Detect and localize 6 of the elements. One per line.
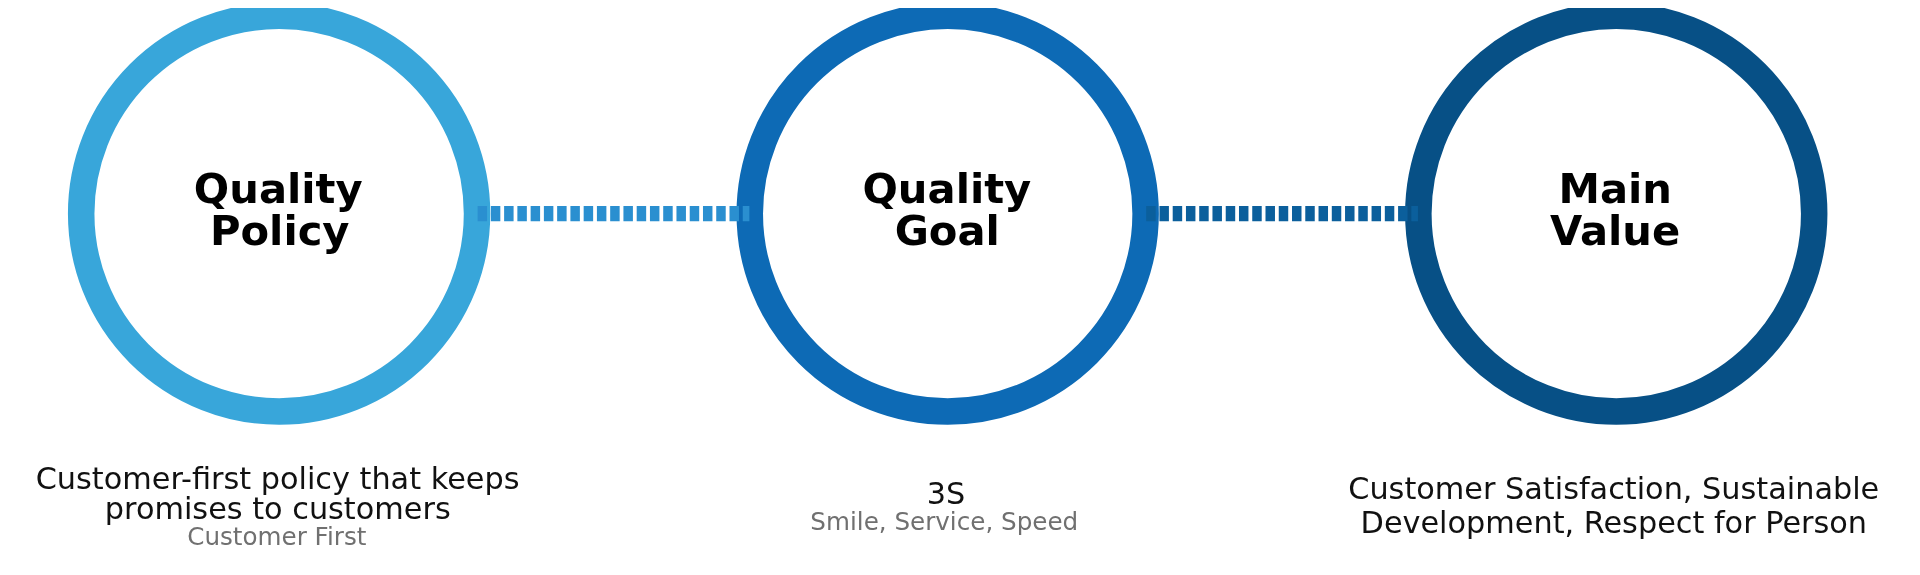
node-label: Customer Satisfaction, Sustainable Development, Respect for Person — [1348, 471, 1880, 541]
connector — [1146, 206, 1418, 222]
node-circle: Quality Policy — [67, 8, 491, 425]
node-circle: Quality Goal — [736, 8, 1159, 425]
connector — [477, 206, 750, 222]
node-circle: Main Value — [1405, 8, 1828, 425]
